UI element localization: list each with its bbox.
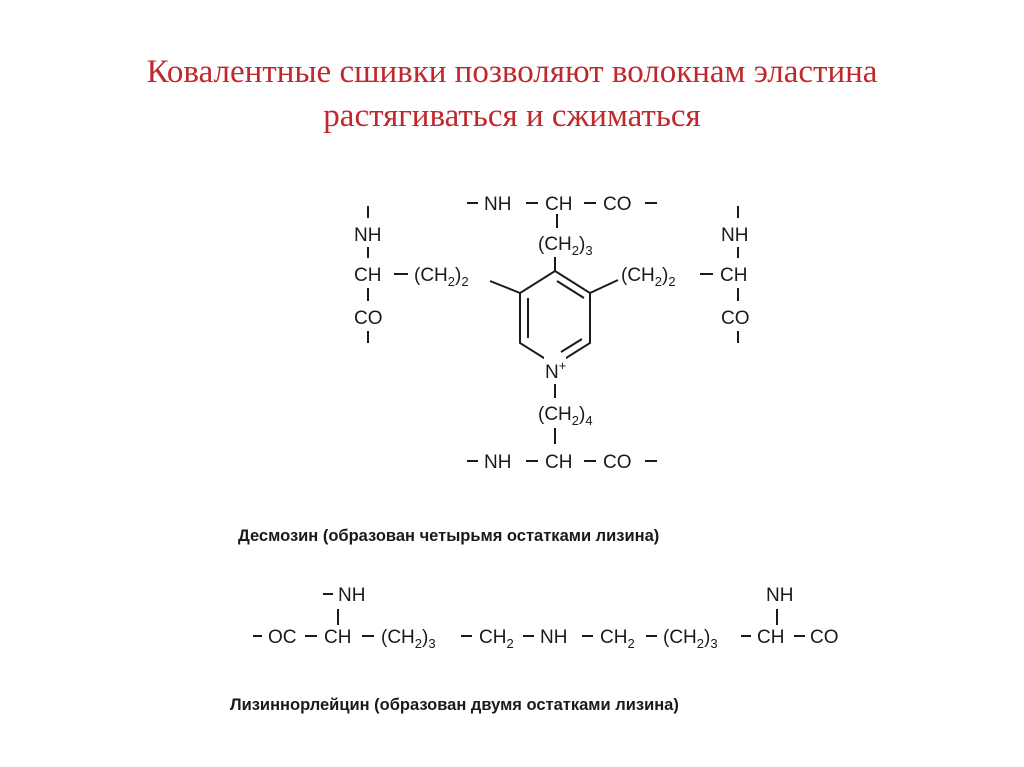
atom-oc: OC bbox=[268, 627, 297, 648]
atom-ch: CH bbox=[720, 265, 747, 286]
desmosine-structure: NH CH CO (CH2)3 N+ NH CH (CH2)2 bbox=[238, 194, 750, 545]
chain-ch2-2-right: (CH2)2 bbox=[621, 265, 676, 289]
atom-ch2-left: CH2 bbox=[479, 627, 514, 651]
ring-outline bbox=[519, 269, 591, 367]
atom-nh: NH bbox=[484, 194, 511, 215]
bond bbox=[589, 279, 619, 294]
desmosine-top-residue: NH CH CO (CH2)3 bbox=[467, 194, 657, 271]
double-bond bbox=[560, 338, 583, 353]
title-line-1: Ковалентные сшивки позволяют волокнам эл… bbox=[146, 54, 878, 90]
atom-ch-left: CH bbox=[324, 627, 351, 648]
chain-ch2-3-left: (CH2)3 bbox=[381, 627, 436, 651]
atom-ch: CH bbox=[545, 194, 572, 215]
atom-nh: NH bbox=[721, 225, 748, 246]
atom-co: CO bbox=[603, 194, 632, 215]
chain-ch2-3: (CH2)3 bbox=[538, 234, 593, 258]
desmosine-caption: Десмозин (образован четырьмя остатками л… bbox=[238, 527, 659, 545]
atom-ch2-right: CH2 bbox=[600, 627, 635, 651]
double-bond bbox=[556, 280, 585, 299]
atom-nh-left: NH bbox=[338, 585, 365, 606]
atom-ch-right: CH bbox=[757, 627, 784, 648]
desmosine-right-residue: (CH2)2 NH CH CO bbox=[589, 206, 750, 343]
ring-nitrogen: N+ bbox=[545, 358, 566, 383]
atom-ch: CH bbox=[545, 452, 572, 473]
atom-nh: NH bbox=[354, 225, 381, 246]
chain-ch2-2-left: (CH2)2 bbox=[414, 265, 469, 289]
atom-nh-mid: NH bbox=[540, 627, 567, 648]
atom-ch: CH bbox=[354, 265, 381, 286]
ring-n-mask bbox=[544, 357, 566, 379]
desmosine-left-residue: NH CH (CH2)2 CO bbox=[354, 206, 521, 343]
atom-nh: NH bbox=[484, 452, 511, 473]
lysinonorleucine-structure: NH NH OC CH (CH2)3 CH2 NH CH2 (CH2)3 CH … bbox=[230, 585, 839, 714]
lysinonorleucine-caption: Лизиннорлейцин (образован двумя остаткам… bbox=[230, 696, 679, 714]
atom-co: CO bbox=[810, 627, 839, 648]
desmosine-bottom-residue: (CH2)4 NH CH CO bbox=[467, 384, 657, 473]
chain-ch2-3-right: (CH2)3 bbox=[663, 627, 718, 651]
pyridinium-ring: N+ bbox=[519, 269, 591, 383]
atom-co: CO bbox=[721, 308, 750, 329]
atom-co: CO bbox=[603, 452, 632, 473]
bond bbox=[489, 280, 521, 294]
chain-ch2-4: (CH2)4 bbox=[538, 404, 593, 428]
title-line-2: растягиваться и сжиматься bbox=[323, 98, 701, 134]
slide-title: Ковалентные сшивки позволяют волокнам эл… bbox=[0, 50, 1024, 138]
atom-co: CO bbox=[354, 308, 383, 329]
atom-nh-right: NH bbox=[766, 585, 793, 606]
